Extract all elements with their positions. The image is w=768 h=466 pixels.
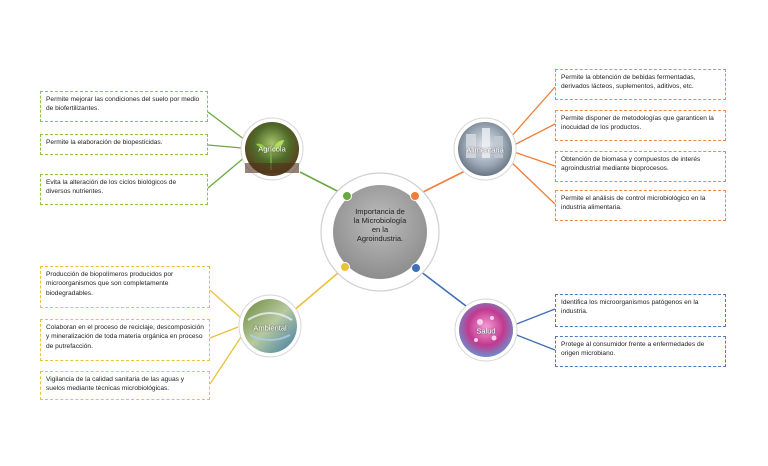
ambiental-item-2: Colaboran en el proceso de reciclaje, de… — [40, 319, 210, 361]
ambiental-branches — [209, 289, 242, 385]
salud-item-2: Protege al consumidor frente a enfermeda… — [555, 336, 726, 367]
node-salud — [454, 298, 518, 362]
agricola-item-1: Permite mejorar las condiciones del suel… — [40, 91, 208, 122]
alimentaria-branches — [508, 86, 556, 205]
connector-salud — [415, 267, 467, 307]
node-salud-label: Salud — [476, 326, 496, 336]
alimentaria-item-3: Obtención de biomasa y compuestos de int… — [555, 151, 726, 182]
alimentaria-item-2: Permite disponer de metodologías que gar… — [555, 110, 726, 141]
salud-branches — [513, 308, 556, 351]
node-ambiental — [238, 294, 302, 358]
ambiental-item-1: Producción de biopolímeros producidos po… — [40, 266, 210, 308]
center-title: Importancia de la Microbiología en la Ag… — [353, 207, 407, 243]
node-agricola — [240, 117, 304, 181]
node-alimentaria-label: Alimentaria — [466, 145, 504, 155]
dot-alimentaria — [410, 191, 420, 201]
agricola-item-3: Evita la alteración de los ciclos biológ… — [40, 174, 208, 205]
node-alimentaria — [453, 117, 517, 181]
salud-item-1: Identifica los microorganismos patógenos… — [555, 294, 726, 327]
alimentaria-item-4: Permite el análisis de control microbiol… — [555, 190, 726, 221]
node-ambiental-label: Ambiental — [253, 323, 287, 333]
node-agricola-label: Agrícola — [258, 144, 286, 154]
dot-agricola — [342, 191, 352, 201]
ambiental-item-3: Vigilancia de la calidad sanitaria de la… — [40, 371, 210, 400]
agricola-branches — [207, 111, 246, 189]
connector-ambiental — [291, 266, 346, 313]
alimentaria-item-1: Permite la obtención de bebidas fermenta… — [555, 69, 726, 100]
agricola-item-2: Permite la elaboración de biopesticidas. — [40, 134, 208, 155]
center-node — [333, 185, 427, 279]
dot-ambiental — [340, 262, 350, 272]
dot-salud — [411, 263, 421, 273]
